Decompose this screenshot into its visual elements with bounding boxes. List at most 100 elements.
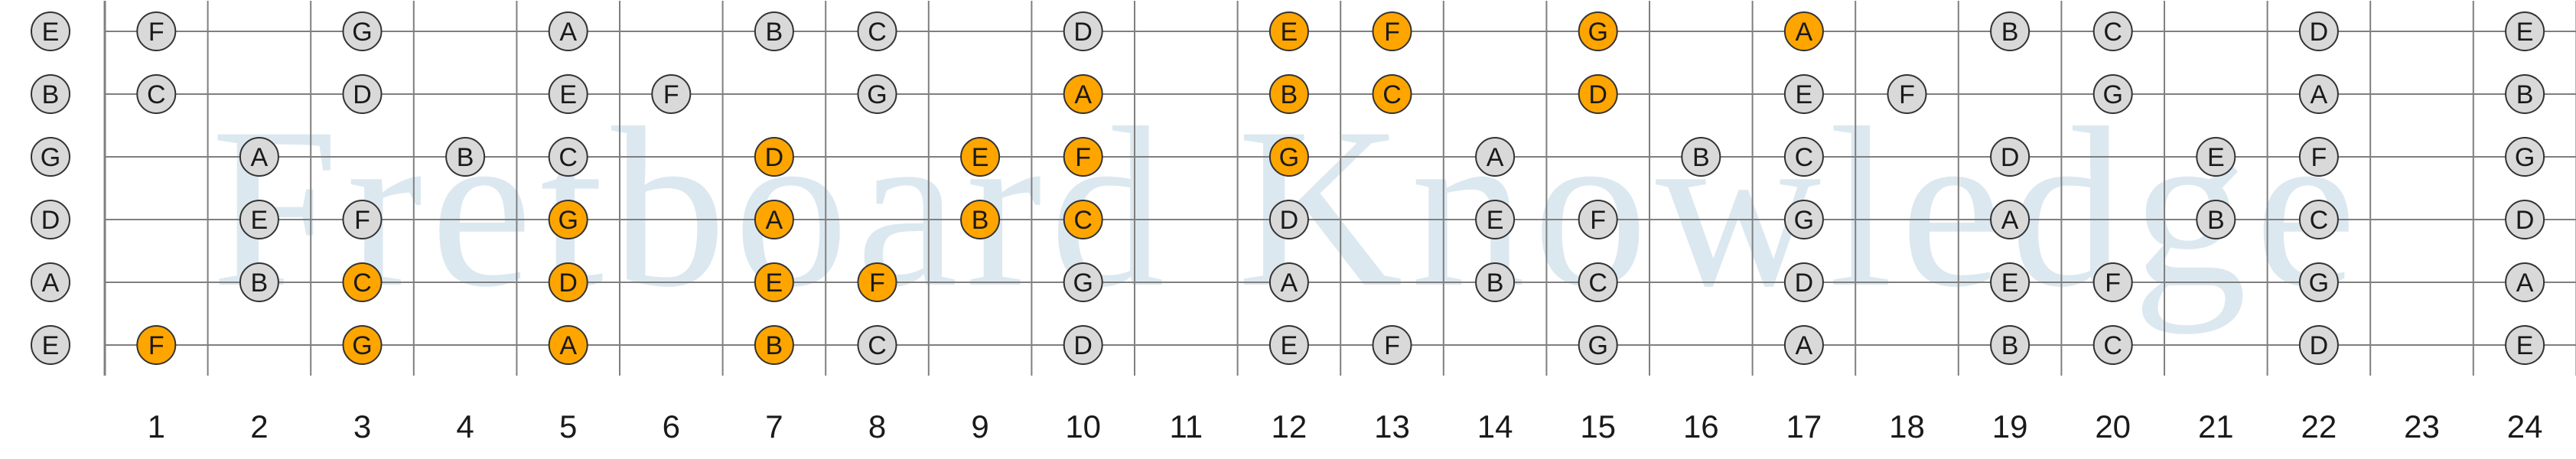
note-marker-g-string2-fret8: G	[857, 74, 897, 114]
note-marker-f-string4-fret15: F	[1578, 200, 1618, 239]
note-marker-g-string2-fret20: G	[2092, 74, 2133, 114]
note-label: D	[1795, 269, 1814, 298]
note-marker-a-string6-fret5: A	[548, 325, 588, 365]
note-marker-c-string4-fret10: C	[1063, 200, 1103, 239]
note-label: F	[354, 206, 370, 235]
note-circle	[2092, 74, 2133, 114]
note-label: E	[972, 143, 989, 172]
note-circle	[857, 74, 897, 114]
fret-number-24: 24	[2507, 409, 2543, 444]
open-string-circle	[31, 137, 70, 177]
note-label: D	[765, 143, 784, 172]
note-marker-e-string5-fret7: E	[754, 262, 794, 302]
note-circle	[857, 11, 897, 51]
note-label: A	[1074, 80, 1092, 109]
fret-number-18: 18	[1889, 409, 1925, 444]
note-marker-d-string2-fret15: D	[1578, 74, 1618, 114]
note-circle	[342, 325, 383, 365]
note-label: F	[1384, 331, 1400, 360]
note-circle	[1578, 11, 1618, 51]
note-label: C	[2103, 18, 2122, 47]
note-label: A	[2311, 80, 2328, 109]
note-marker-c-string5-fret3: C	[342, 262, 383, 302]
note-marker-e-string3-fret9: E	[960, 137, 1001, 177]
note-marker-b-string3-fret16: B	[1681, 137, 1721, 177]
note-label: A	[2001, 206, 2019, 235]
note-marker-a-string5-fret12: A	[1268, 262, 1309, 302]
open-string-circle	[31, 262, 70, 302]
note-label: F	[869, 269, 885, 298]
note-label: A	[1281, 269, 1298, 298]
fret-number-8: 8	[868, 409, 886, 444]
open-string-5: A	[31, 262, 70, 302]
note-label: A	[559, 18, 577, 47]
note-circle	[1783, 11, 1824, 51]
note-marker-c-string2-fret13: C	[1372, 74, 1412, 114]
note-label: C	[1382, 80, 1402, 109]
fret-number-4: 4	[456, 409, 474, 444]
note-label: E	[766, 269, 783, 298]
note-label: F	[1590, 206, 1606, 235]
note-circle	[1268, 262, 1309, 302]
note-marker-a-string3-fret14: A	[1475, 137, 1516, 177]
note-label: B	[766, 18, 783, 47]
note-label: G	[352, 18, 372, 47]
note-circle	[548, 137, 588, 177]
note-label: B	[2207, 206, 2225, 235]
note-label: G	[2102, 80, 2122, 109]
note-circle	[548, 325, 588, 365]
note-circle	[754, 11, 794, 51]
note-circle	[2298, 262, 2339, 302]
note-marker-c-string4-fret22: C	[2298, 200, 2339, 239]
note-circle	[1783, 200, 1824, 239]
note-circle	[1578, 200, 1618, 239]
note-marker-a-string2-fret22: A	[2298, 74, 2339, 114]
open-string-6: E	[31, 325, 70, 365]
fret-number-17: 17	[1786, 409, 1822, 444]
fret-number-1: 1	[148, 409, 165, 444]
note-marker-f-string1-fret1: F	[136, 11, 177, 51]
fret-number-16: 16	[1683, 409, 1719, 444]
open-string-4: D	[31, 200, 70, 239]
note-marker-c-string3-fret17: C	[1783, 137, 1824, 177]
note-circle	[2505, 262, 2545, 302]
note-label: E	[2001, 269, 2019, 298]
note-circle	[651, 74, 692, 114]
note-marker-a-string4-fret19: A	[1990, 200, 2031, 239]
note-circle	[1268, 200, 1309, 239]
note-label: B	[457, 143, 474, 172]
note-label: A	[2516, 269, 2534, 298]
note-circle	[1475, 200, 1516, 239]
note-circle	[342, 200, 383, 239]
open-string-1: E	[31, 11, 70, 51]
note-marker-f-string4-fret3: F	[342, 200, 383, 239]
note-circle	[857, 262, 897, 302]
note-label: A	[559, 331, 577, 360]
note-marker-a-string1-fret17: A	[1783, 11, 1824, 51]
note-circle	[1783, 137, 1824, 177]
note-label: E	[2516, 331, 2534, 360]
note-marker-e-string2-fret17: E	[1783, 74, 1824, 114]
note-label: B	[2001, 18, 2019, 47]
note-circle	[857, 325, 897, 365]
note-label: G	[1794, 206, 1814, 235]
note-marker-d-string5-fret5: D	[548, 262, 588, 302]
open-string-label: A	[42, 269, 60, 298]
note-marker-b-string5-fret14: B	[1475, 262, 1516, 302]
note-label: A	[1487, 143, 1504, 172]
note-label: F	[2311, 143, 2327, 172]
note-circle	[136, 74, 177, 114]
fret-number-11: 11	[1169, 409, 1203, 444]
note-marker-b-string6-fret7: B	[754, 325, 794, 365]
note-marker-f-string5-fret20: F	[2092, 262, 2133, 302]
note-circle	[239, 200, 279, 239]
fret-number-2: 2	[250, 409, 268, 444]
note-circle	[1990, 137, 2031, 177]
note-circle	[1990, 325, 2031, 365]
note-circle	[1578, 325, 1618, 365]
note-circle	[1063, 11, 1103, 51]
note-circle	[342, 11, 383, 51]
